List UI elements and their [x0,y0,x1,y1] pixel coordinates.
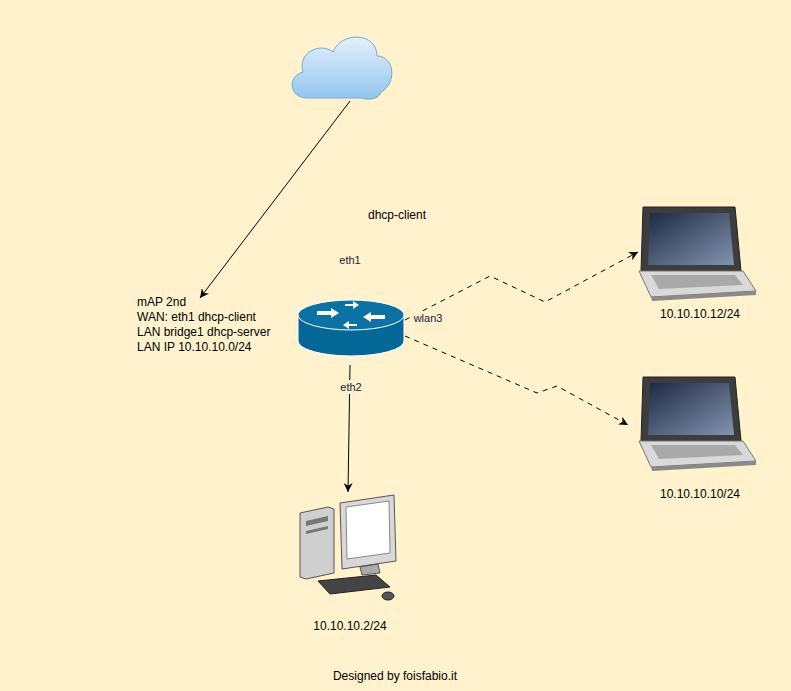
laptop-node: 10.10.10.10/24 [623,375,777,505]
device-note: LAN IP 10.10.10.0/24 [137,340,270,355]
laptop-node: 10.10.10.12/24 [623,205,777,325]
wireless-link [405,336,628,425]
wired-link [200,101,350,298]
router-icon [297,299,407,359]
router-node: mAP 2ndWAN: eth1 dhcp-clientLAN bridge1 … [135,292,410,367]
text-block: 10.10.10.2/24 [293,619,407,634]
edge-label: dhcp-client [368,208,426,222]
device-note: LAN bridge1 dhcp-server [137,325,270,340]
port-name: wlan3 [412,311,445,325]
caption: Designed by foisfabio.it [333,669,457,683]
cloud-shape [285,28,395,103]
device-note: WAN: eth1 dhcp-client [137,310,270,325]
text-block: mAP 2ndWAN: eth1 dhcp-clientLAN bridge1 … [137,295,270,355]
ip-address: 10.10.10.10/24 [623,487,777,502]
port-name: eth1 [337,253,362,267]
desktop-icon [298,495,398,603]
device-note: mAP 2nd [137,295,270,310]
cloud-icon [285,28,395,103]
laptop-icon [623,375,758,473]
desktop-node: 10.10.10.2/24 [293,492,407,637]
wireless-link [405,252,638,320]
port-name: eth2 [338,380,363,394]
laptop-icon [623,205,758,303]
ip-address: 10.10.10.12/24 [623,307,777,322]
text-block: 10.10.10.10/24 [623,487,777,502]
text-block: 10.10.10.12/24 [623,307,777,322]
ip-address: 10.10.10.2/24 [293,619,407,634]
